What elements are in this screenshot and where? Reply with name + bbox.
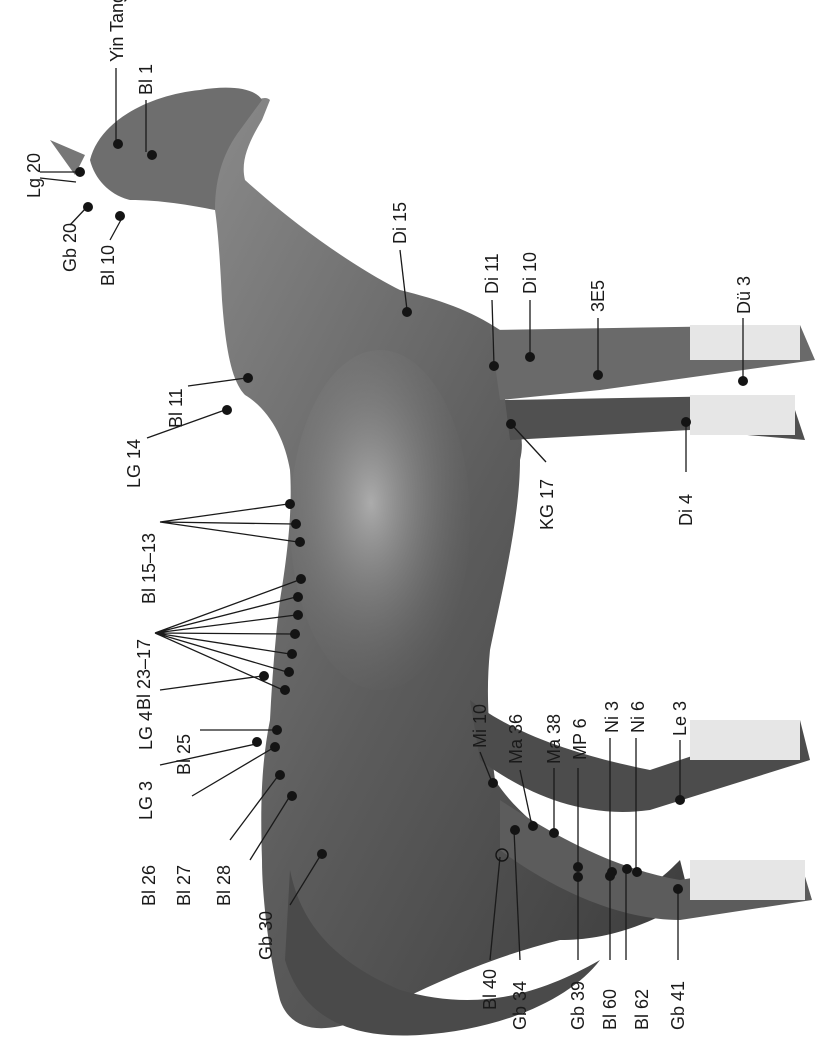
point-bl14 xyxy=(291,519,301,529)
point-lg4 xyxy=(259,671,269,681)
label-di11: Di 11 xyxy=(482,253,502,294)
point-di15 xyxy=(402,307,412,317)
label-due3: Dü 3 xyxy=(734,276,754,314)
point-yin-tang xyxy=(113,139,123,149)
point-gb30 xyxy=(317,849,327,859)
label-ni3: Ni 3 xyxy=(602,701,622,733)
label-mp6: MP 6 xyxy=(570,718,590,760)
point-bl62 xyxy=(622,864,632,874)
label-bl27: Bl 27 xyxy=(174,865,194,906)
label-bl1: Bl 1 xyxy=(136,64,156,95)
point-due3 xyxy=(738,376,748,386)
hind-sock-2 xyxy=(690,860,805,900)
label-3e5: 3E5 xyxy=(588,280,608,312)
label-mi10: Mi 10 xyxy=(470,704,490,748)
label-gb34: Gb 34 xyxy=(510,981,530,1030)
front-sock-2 xyxy=(690,395,795,435)
label-gb30: Gb 30 xyxy=(256,911,276,960)
point-gb20 xyxy=(83,202,93,212)
label-ni6: Ni 6 xyxy=(628,701,648,733)
point-lg14 xyxy=(222,405,232,415)
point-kg17 xyxy=(506,419,516,429)
label-gb39: Gb 39 xyxy=(568,981,588,1030)
label-lg20: Lg 20 xyxy=(24,153,44,198)
point-bl22 xyxy=(293,592,303,602)
point-di4 xyxy=(681,417,691,427)
point-bl25 xyxy=(272,725,282,735)
point-bl15 xyxy=(285,499,295,509)
label-bl26: Bl 26 xyxy=(139,865,159,906)
point-gb41 xyxy=(673,884,683,894)
point-bl21 xyxy=(293,610,303,620)
label-lg3: LG 3 xyxy=(136,781,156,820)
label-bl60: Bl 60 xyxy=(600,989,620,1030)
point-bl1 xyxy=(147,150,157,160)
label-lg4: LG 4 xyxy=(136,711,156,750)
label-bl15-13: Bl 15–13 xyxy=(139,533,159,604)
label-ma38: Ma 38 xyxy=(544,714,564,764)
point-bl26 xyxy=(270,742,280,752)
label-ma36: Ma 36 xyxy=(506,714,526,764)
label-di10: Di 10 xyxy=(520,252,540,294)
label-gb20: Gb 20 xyxy=(60,223,80,272)
point-gb34 xyxy=(510,825,520,835)
point-bl60 xyxy=(605,871,615,881)
front-sock-1 xyxy=(690,325,800,360)
point-mi10 xyxy=(488,778,498,788)
point-bl23 xyxy=(296,574,306,584)
label-bl28: Bl 28 xyxy=(214,865,234,906)
point-bl18 xyxy=(284,667,294,677)
label-yin-tang: Yin Tang xyxy=(107,0,127,62)
horse-image xyxy=(50,88,815,1036)
point-bl13 xyxy=(295,537,305,547)
point-bl28 xyxy=(287,791,297,801)
point-3e5 xyxy=(593,370,603,380)
point-lg20 xyxy=(75,167,85,177)
label-lg14: LG 14 xyxy=(124,439,144,488)
point-le3 xyxy=(675,795,685,805)
point-mp6 xyxy=(573,862,583,872)
label-le3: Le 3 xyxy=(670,701,690,736)
label-di15: Di 15 xyxy=(390,202,410,244)
point-bl20 xyxy=(290,629,300,639)
label-kg17: KG 17 xyxy=(537,479,557,530)
hind-sock-1 xyxy=(690,720,800,760)
point-bl19 xyxy=(287,649,297,659)
label-bl23-17: Bl 23–17 xyxy=(134,639,154,710)
label-bl40: Bl 40 xyxy=(480,969,500,1010)
point-gb39 xyxy=(573,872,583,882)
label-di4: Di 4 xyxy=(676,494,696,526)
point-lg3 xyxy=(252,737,262,747)
point-bl27 xyxy=(275,770,285,780)
point-di10 xyxy=(525,352,535,362)
label-bl10: Bl 10 xyxy=(98,245,118,286)
label-bl25: Bl 25 xyxy=(174,734,194,775)
point-di11 xyxy=(489,361,499,371)
point-bl17 xyxy=(280,685,290,695)
point-ni6 xyxy=(632,867,642,877)
point-ma36 xyxy=(528,821,538,831)
point-ma38 xyxy=(549,828,559,838)
point-bl10 xyxy=(115,211,125,221)
label-bl62: Bl 62 xyxy=(632,989,652,1030)
label-gb41: Gb 41 xyxy=(668,981,688,1030)
body-highlight xyxy=(290,350,470,690)
point-bl11 xyxy=(243,373,253,383)
label-bl11: Bl 11 xyxy=(166,388,186,428)
